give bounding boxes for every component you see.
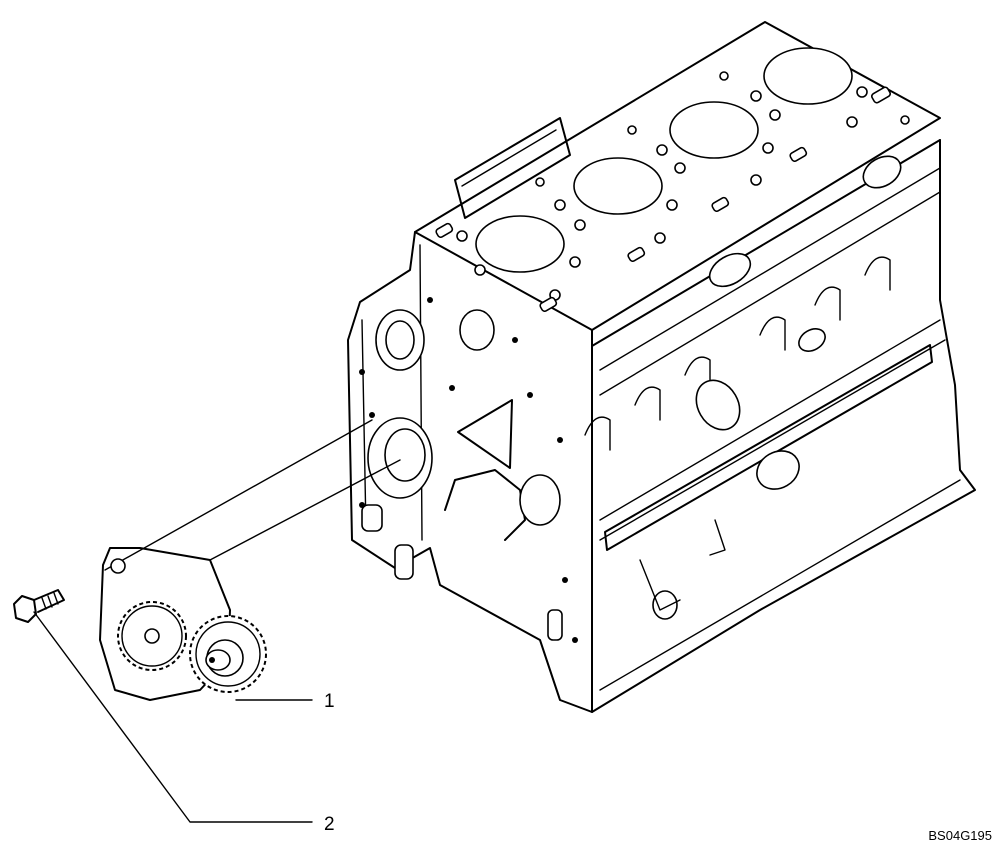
drive-gear [117, 601, 187, 671]
callout-2: 2 [33, 611, 335, 835]
callout-1: 1 [235, 691, 335, 712]
bolt [13, 589, 65, 623]
figure-code: BS04G195 [928, 828, 992, 843]
pump-mounting-seat [367, 417, 433, 499]
callout-number: 2 [324, 814, 335, 835]
oil-pump [99, 547, 267, 701]
engine-block [347, 21, 976, 713]
front-face-holes [359, 297, 578, 643]
assembly-lines [104, 419, 401, 571]
deck-holes [435, 71, 910, 313]
idler-gear [189, 615, 267, 693]
callout-number: 1 [324, 691, 335, 712]
